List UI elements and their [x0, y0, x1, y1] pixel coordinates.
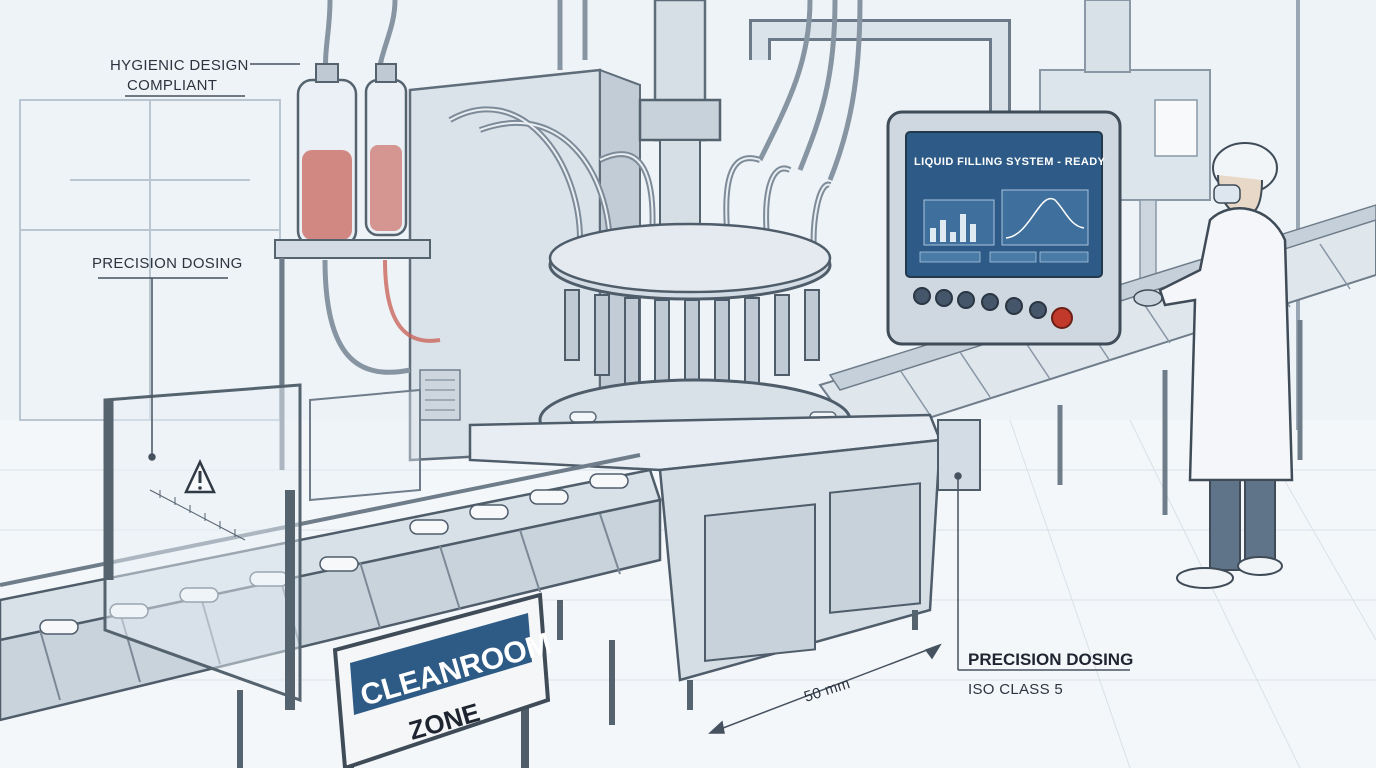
emergency-stop-button[interactable] — [1051, 307, 1073, 329]
hmi-screen-title: LIQUID FILLING SYSTEM - READY — [914, 156, 1106, 168]
cleanroom-sign: CLEANROOM ZONE — [332, 592, 555, 768]
hmi-right-chart — [1001, 189, 1089, 246]
label-compliant: COMPLIANT — [127, 77, 217, 94]
label-precision-dosing-left: PRECISION DOSING — [92, 255, 243, 272]
safety-guard — [103, 383, 421, 710]
hmi-panel: LIQUID FILLING SYSTEM - READY — [886, 110, 1122, 346]
label-hygienic-design: HYGIENIC DESIGN — [110, 57, 249, 74]
label-precision-dosing-right: PRECISION DOSING — [968, 650, 1133, 669]
operator-figure — [1133, 142, 1294, 589]
warning-triangle-icon — [184, 459, 216, 494]
label-iso-class: ISO CLASS 5 — [968, 681, 1063, 698]
liquid-reservoirs — [274, 63, 441, 470]
base-cabinet — [468, 413, 942, 725]
hmi-control-buttons[interactable] — [913, 287, 1047, 319]
callout-lines — [98, 63, 1130, 734]
